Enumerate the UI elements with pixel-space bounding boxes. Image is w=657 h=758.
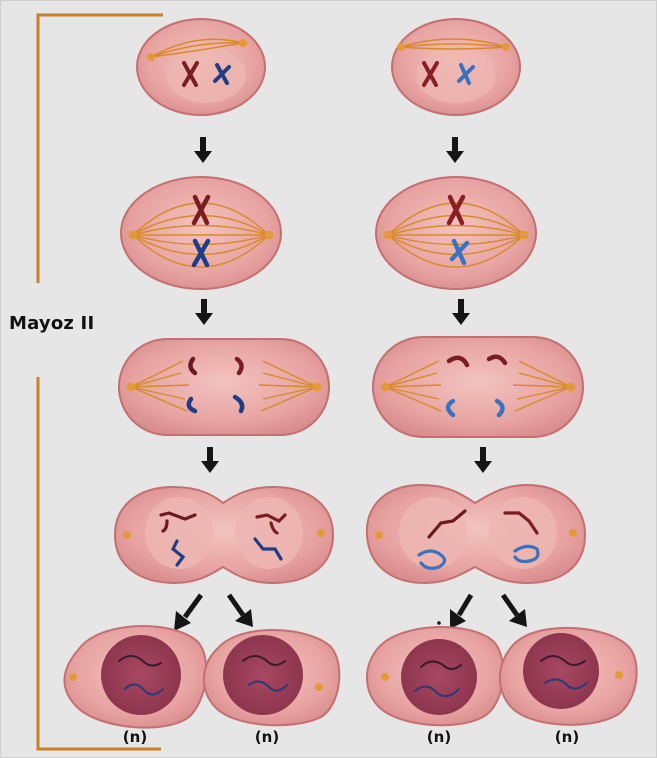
forming-nucleus <box>235 497 303 569</box>
metaphase-cell-left <box>121 177 281 289</box>
centrosome-icon <box>317 529 325 537</box>
centrosome-icon <box>384 231 393 240</box>
down-arrow-icon <box>194 137 212 163</box>
forming-nucleus <box>489 497 557 569</box>
nucleus <box>523 633 599 709</box>
nuclear-region <box>166 47 246 103</box>
diagonal-arrow-icon <box>174 595 201 631</box>
ploidy-label: (n) <box>409 728 469 746</box>
centrosome-icon <box>129 231 138 240</box>
telophase-cell-right <box>367 485 585 583</box>
nucleus <box>401 639 477 715</box>
daughter-cell-2 <box>204 630 339 725</box>
down-arrow-icon <box>446 137 464 163</box>
centrosome-icon <box>147 53 155 61</box>
centrosome-icon <box>313 383 322 392</box>
centrosome-icon <box>375 531 383 539</box>
ploidy-label: (n) <box>105 728 165 746</box>
down-arrow-icon <box>474 447 492 473</box>
diagonal-arrow-icon <box>450 595 471 629</box>
daughter-cell-1 <box>64 626 206 728</box>
down-arrow-icon <box>195 299 213 325</box>
centrosome-icon <box>127 383 136 392</box>
prophase-cell-right <box>392 19 520 115</box>
centrosome-icon <box>569 529 577 537</box>
centrosome-icon <box>123 531 131 539</box>
down-arrow-icon <box>452 299 470 325</box>
centrosome-icon <box>567 383 576 392</box>
diagonal-arrow-icon <box>229 595 253 627</box>
ploidy-label: (n) <box>537 728 597 746</box>
centrosome-icon <box>239 39 247 47</box>
anaphase-cell-left <box>119 339 329 435</box>
centrosome-icon <box>520 231 529 240</box>
centrosome-icon <box>265 231 274 240</box>
centrosome-icon <box>615 671 623 679</box>
metaphase-cell-right <box>376 177 536 289</box>
forming-nucleus <box>145 497 213 569</box>
nucleus <box>101 635 181 715</box>
telophase-cell-left <box>115 487 333 583</box>
diagonal-arrow-icon <box>503 595 527 627</box>
centrosome-icon <box>397 43 405 51</box>
speck <box>437 621 441 625</box>
daughter-cell-4 <box>500 628 637 725</box>
anaphase-cell-right <box>373 337 583 437</box>
centrosome-icon <box>381 383 390 392</box>
stage-label: Mayoz II <box>9 313 94 334</box>
down-arrow-icon <box>201 447 219 473</box>
centrosome-icon <box>502 43 510 51</box>
centrosome-icon <box>381 673 389 681</box>
centrosome-icon <box>69 673 77 681</box>
prophase-cell-left <box>137 19 265 115</box>
centrosome-icon <box>315 683 323 691</box>
daughter-cell-3 <box>367 627 503 725</box>
ploidy-label: (n) <box>237 728 297 746</box>
nucleus <box>223 635 303 715</box>
